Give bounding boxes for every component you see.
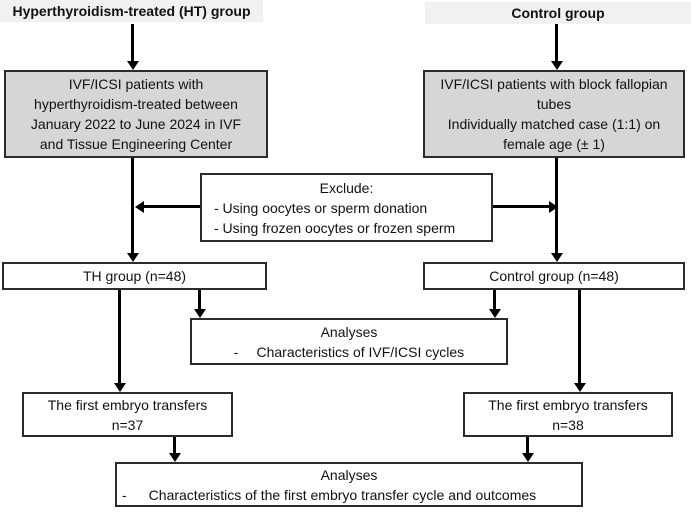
arrowhead-down-icon xyxy=(127,253,139,262)
box-control-patients: IVF/ICSI patients with block fallopian t… xyxy=(423,70,685,158)
arrowhead-down-icon xyxy=(522,453,534,462)
arrowhead-down-icon xyxy=(127,61,139,70)
box-analyses-cycles-item: Characteristics of IVF/ICSI cycles xyxy=(256,343,465,360)
box-control-patients-line: female age (± 1) xyxy=(503,136,605,152)
box-ht-patients: IVF/ICSI patients with hyperthyroidism-t… xyxy=(4,70,268,158)
arrowhead-down-icon xyxy=(114,383,126,392)
box-ht-patients-line: January 2022 to June 2024 in IVF xyxy=(30,116,242,132)
box-control-transfers: The first embryo transfers n=38 xyxy=(463,392,673,437)
box-control-transfers-count: n=38 xyxy=(552,416,584,433)
box-exclude: Exclude: - Using oocytes or sperm donati… xyxy=(200,173,493,242)
connector-exclude-left-line xyxy=(144,205,200,208)
arrowhead-right-icon xyxy=(549,201,558,213)
box-analyses-outcomes-item: Characteristics of the first embryo tran… xyxy=(148,486,537,503)
bullet-dash: - xyxy=(233,343,239,360)
box-exclude-item: - Using frozen oocytes or frozen sperm xyxy=(214,219,456,236)
box-control-group: Control group (n=48) xyxy=(423,262,685,290)
header-ht-group: Hyperthyroidism-treated (HT) group xyxy=(0,0,263,22)
connector-control-transfers-line xyxy=(526,437,529,454)
arrowhead-left-icon xyxy=(135,201,144,213)
box-control-patients-line: tubes xyxy=(536,96,572,112)
arrowhead-down-icon xyxy=(194,309,206,318)
arrowhead-down-icon xyxy=(169,453,181,462)
arrowhead-down-icon xyxy=(551,253,563,262)
connector-control-to-transfers-line xyxy=(578,290,581,384)
connector-control-to-analyses-line xyxy=(493,290,496,310)
bullet-dash: - xyxy=(122,486,127,503)
box-th-group: TH group (n=48) xyxy=(2,262,267,290)
box-analyses-cycles: Analyses - Characteristics of IVF/ICSI c… xyxy=(190,318,508,365)
arrowhead-down-icon xyxy=(489,309,501,318)
box-analyses-outcomes: Analyses - Characteristics of the first … xyxy=(115,462,583,507)
connector-th-to-transfers-line xyxy=(118,290,121,384)
box-exclude-title: Exclude: xyxy=(319,179,374,196)
arrowhead-down-icon xyxy=(551,61,563,70)
box-ht-transfers: The first embryo transfers n=37 xyxy=(22,392,233,437)
box-ht-transfers-count: n=37 xyxy=(111,416,144,433)
box-analyses-cycles-title: Analyses xyxy=(320,323,378,340)
box-ht-transfers-line1: The first embryo transfers xyxy=(47,396,208,413)
connector-exclude-right-line xyxy=(493,205,549,208)
header-control-group: Control group xyxy=(425,2,691,24)
box-ht-patients-line: and Tissue Engineering Center xyxy=(39,136,233,152)
box-control-transfers-line1: The first embryo transfers xyxy=(488,396,648,413)
box-exclude-item: - Using oocytes or sperm donation xyxy=(214,199,428,216)
connector-ht-header-line xyxy=(131,24,134,62)
box-analyses-outcomes-title: Analyses xyxy=(320,466,378,483)
box-ht-patients-line: IVF/ICSI patients with xyxy=(68,76,204,92)
connector-ht-patients-line xyxy=(131,158,134,253)
connector-control-header-line xyxy=(555,24,558,62)
box-control-group-label: Control group (n=48) xyxy=(489,268,619,284)
connector-ht-transfers-line xyxy=(173,437,176,454)
box-th-group-label: TH group (n=48) xyxy=(82,268,187,284)
box-control-patients-line: IVF/ICSI patients with block fallopian xyxy=(440,76,668,92)
box-control-patients-line: Individually matched case (1:1) on xyxy=(447,116,661,132)
arrowhead-down-icon xyxy=(574,383,586,392)
connector-th-to-analyses-line xyxy=(198,290,201,310)
box-ht-patients-line: hyperthyroidism-treated between xyxy=(34,96,238,112)
